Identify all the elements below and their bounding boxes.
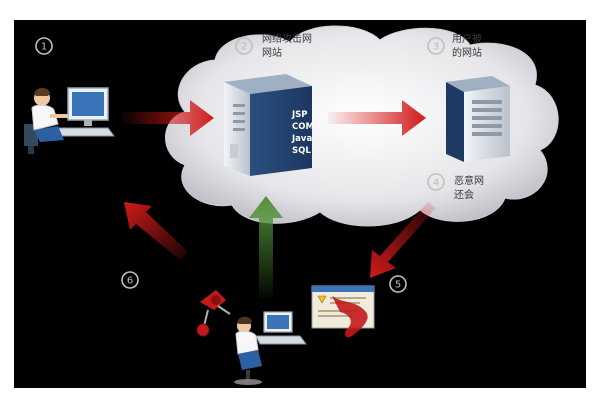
step-1-number: 1	[41, 42, 47, 53]
step-3-label-line2: 的网站	[452, 48, 482, 59]
step-6-marker: 6	[121, 271, 139, 289]
step-6-circle	[121, 271, 139, 289]
step-5-marker: 5	[389, 275, 407, 293]
step-2-circle	[235, 37, 253, 55]
step-2-label-line2: 网站	[262, 48, 282, 59]
server-label-sql: SQL	[292, 146, 311, 156]
website-server-icon	[224, 74, 312, 176]
step-3-circle	[427, 37, 445, 55]
step-markers: 1 2 3 4 5 6	[35, 37, 445, 293]
server-label-java: Java	[292, 134, 313, 144]
step-4-marker: 4	[427, 173, 445, 191]
user-computer-icon	[24, 87, 115, 154]
step-2-number: 2	[241, 42, 247, 53]
step-5-number: 5	[395, 280, 401, 291]
step-1-marker: 1	[35, 37, 53, 55]
victim-server-icon	[446, 76, 510, 162]
server-label-com: COM	[292, 122, 314, 132]
internet-cloud	[165, 25, 559, 227]
step-4-number: 4	[433, 178, 439, 189]
malicious-webpage-icon	[311, 285, 375, 338]
malware-bug-icon	[196, 290, 231, 337]
arrow-user-to-server	[122, 100, 214, 136]
server-label-jsp: JSP	[292, 110, 308, 120]
attacker-computer-icon	[234, 311, 307, 385]
arrow-server-to-victim	[328, 100, 426, 136]
step-3-number: 3	[433, 42, 439, 53]
step-2-marker: 2	[235, 37, 253, 55]
arrow-back-to-user	[124, 202, 188, 260]
arrow-victim-to-attacker	[370, 202, 436, 278]
step-2-label: 网络攻击网	[262, 34, 312, 45]
step-6-number: 6	[127, 276, 133, 287]
step-4-circle	[427, 173, 445, 191]
step-1-circle	[35, 37, 53, 55]
step-3-label: 用户被	[452, 34, 482, 45]
step-3-marker: 3	[427, 37, 445, 55]
step-4-label-line2: 还会	[454, 190, 474, 201]
arrow-upload-to-server	[249, 196, 283, 298]
step-5-circle	[389, 275, 407, 293]
step-4-label: 恶意网	[454, 176, 484, 187]
